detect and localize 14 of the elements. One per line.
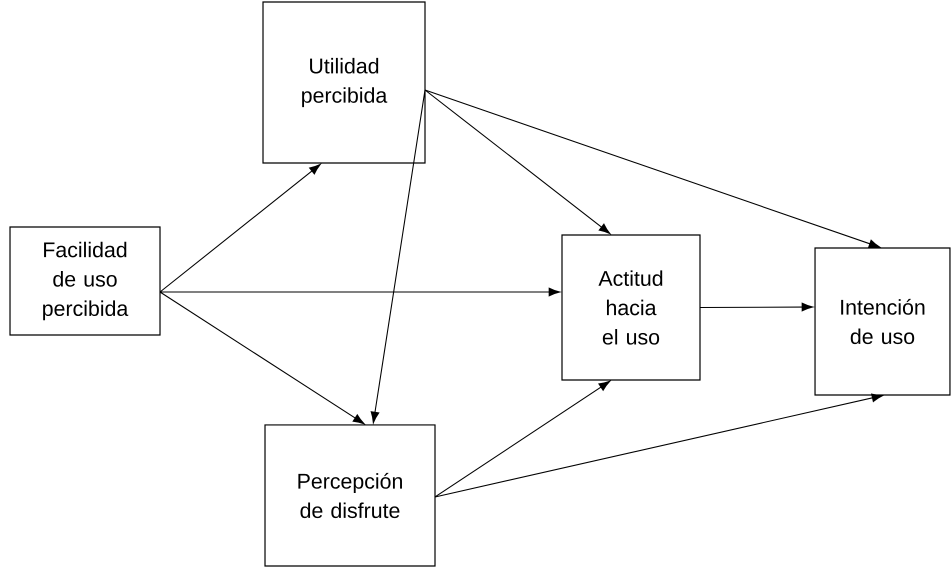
concept-box: Facilidad de uso percibida (9, 226, 161, 336)
concept-box: Actitud hacia el uso (561, 234, 701, 381)
concept-box: Intención de uso (814, 247, 951, 396)
arrow (424, 90, 880, 248)
concept-box: Percepción de disfrute (264, 424, 436, 567)
arrow (370, 90, 426, 424)
arrow (434, 380, 610, 498)
arrow (160, 292, 365, 424)
arrow (700, 302, 814, 312)
arrow (160, 164, 321, 292)
arrow (424, 90, 610, 234)
concept-box: Utilidad percibida (262, 1, 426, 164)
arrow (434, 394, 884, 498)
arrow (160, 288, 560, 296)
